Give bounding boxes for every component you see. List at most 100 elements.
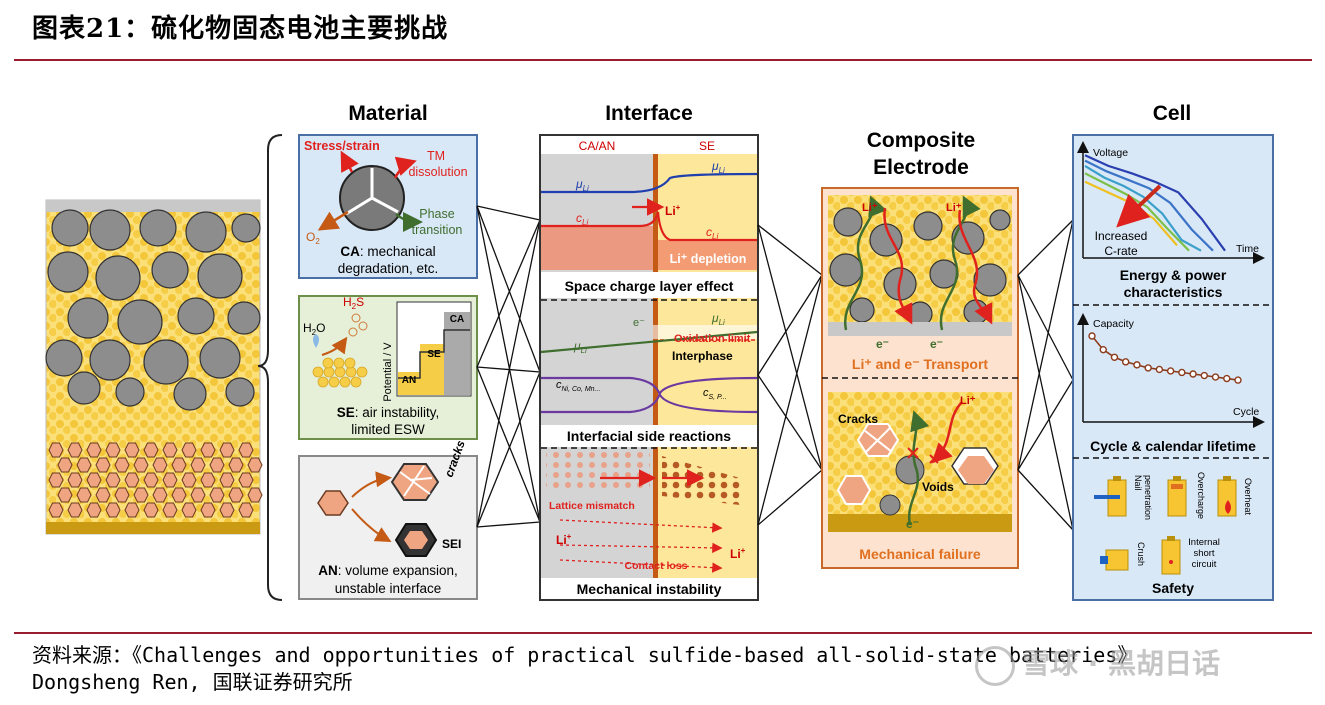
nail-penetration-icon xyxy=(1094,476,1127,517)
heading-cell: Cell xyxy=(1153,102,1192,125)
an-caption-2: unstable interface xyxy=(335,581,442,596)
cycle-axis-label: Cycle xyxy=(1233,406,1259,418)
source-text: 资料来源：《Challenges and opportunities of pr… xyxy=(32,642,1137,696)
anode-particle xyxy=(162,442,178,458)
interface-li-plus: Li+ xyxy=(665,203,681,218)
heading-material: Material xyxy=(348,102,427,125)
material-ca-panel: Stress/strain TM dissolution O2 Phase tr… xyxy=(298,134,478,279)
cathode-particle xyxy=(117,299,163,345)
anode-particle xyxy=(171,457,187,473)
safety-caption: Safety xyxy=(1152,580,1194,596)
heading-interface: Interface xyxy=(605,102,693,125)
source-line-2: Dongsheng Ren, 国联证券研究所 xyxy=(32,670,353,694)
anode-particle xyxy=(86,502,102,518)
anode-particle xyxy=(86,472,102,488)
side-reactions-caption: Interfacial side reactions xyxy=(567,428,731,444)
interface-c-s: cS, P... xyxy=(703,387,727,401)
anode-particle xyxy=(171,487,187,503)
interface-c-li-right: cLi xyxy=(706,225,718,241)
capacity-axis-label: Capacity xyxy=(1093,318,1135,330)
anode-particle xyxy=(67,502,83,518)
cathode-particle xyxy=(227,301,261,335)
anode-particle xyxy=(228,457,244,473)
interface-c-ni: cNi, Co, Mn... xyxy=(556,379,600,393)
capacity-point xyxy=(1144,364,1152,372)
composite-voids-label: Voids xyxy=(922,480,954,494)
anode-particle xyxy=(200,502,216,518)
battery-stack xyxy=(45,199,263,535)
anode-particle xyxy=(238,442,254,458)
cathode-particle xyxy=(67,371,101,405)
anode-particle xyxy=(67,472,83,488)
ca-tm-label-1: TM xyxy=(427,149,445,163)
anode-particle xyxy=(190,487,206,503)
anode-particle xyxy=(209,487,225,503)
composite-particle xyxy=(951,221,985,255)
anode-particle xyxy=(228,487,244,503)
material-an-panel: cracks SEI AN: volume expansion, unstabl… xyxy=(298,438,478,600)
ca-stress-label: Stress/strain xyxy=(304,139,380,153)
heading-composite-2: Electrode xyxy=(873,156,969,179)
composite-particle xyxy=(973,263,1007,297)
cathode-particle xyxy=(45,339,83,377)
composite-li-1: Li⁺ xyxy=(862,202,878,214)
interface-mu-li-sr-left: μLi xyxy=(573,339,587,355)
capacity-point xyxy=(1099,345,1107,354)
ca-phase-label-1: Phase xyxy=(419,207,454,221)
interface-e-minus: e⁻ xyxy=(633,317,645,329)
increased-label-1: Increased xyxy=(1095,229,1148,243)
capacity-cycle-chart xyxy=(1077,313,1265,428)
anode-particle xyxy=(95,457,111,473)
cathode-particle xyxy=(199,337,241,379)
anode-particle xyxy=(181,472,197,488)
anode-particle xyxy=(95,487,111,503)
interface-li-depletion: Li⁺ depletion xyxy=(670,252,747,266)
capacity-point xyxy=(1155,365,1164,374)
anode-particle xyxy=(238,472,254,488)
se-h2o-label: H2O xyxy=(303,321,325,337)
cathode-particles xyxy=(45,209,261,411)
connector-lines-right xyxy=(1017,219,1074,531)
ca-caption-1: CA: mechanical xyxy=(340,244,435,259)
composite-panel: Li⁺ Li⁺ e⁻ e⁻ Li⁺ and e⁻ Transport Crack… xyxy=(821,187,1019,569)
composite-e-1: e⁻ xyxy=(876,337,889,351)
se-h2s-label: H2S xyxy=(343,295,364,311)
connector-lines-left xyxy=(476,205,541,528)
cathode-particle xyxy=(89,209,131,251)
ca-phase-label-2: transition xyxy=(412,223,463,237)
lattice-mismatch-label: Lattice mismatch xyxy=(549,500,635,512)
figure-title: 图表21：硫化物固态电池主要挑战 xyxy=(32,14,449,44)
an-particle xyxy=(317,490,349,516)
transport-caption: Li⁺ and e⁻ Transport xyxy=(852,356,988,372)
cathode-particle xyxy=(151,251,189,289)
anode-particle xyxy=(247,457,263,473)
crush-label: Crush xyxy=(1136,542,1146,566)
cathode-particle xyxy=(115,377,145,407)
anode-particle xyxy=(209,457,225,473)
nail-label-1: Nail xyxy=(1133,475,1143,491)
anode-particle xyxy=(181,442,197,458)
source-line-1: 资料来源：《Challenges and opportunities of pr… xyxy=(32,643,1138,667)
watermark-logo-icon xyxy=(975,646,1015,686)
cathode-particle xyxy=(225,377,255,407)
overcharge-label: Overcharge xyxy=(1196,472,1206,519)
mechanical-instability-caption: Mechanical instability xyxy=(577,581,722,597)
overcharge-icon xyxy=(1167,476,1187,517)
overheat-icon xyxy=(1217,476,1237,517)
internal-short-icon xyxy=(1161,536,1181,575)
anode-particle xyxy=(124,442,140,458)
nail-label-2: penetration xyxy=(1143,475,1153,520)
ca-caption-2: degradation, etc. xyxy=(338,261,439,276)
anode-particle xyxy=(181,502,197,518)
energy-caption-1: Energy & power xyxy=(1120,267,1227,283)
water-drop-icon xyxy=(313,334,319,348)
voltage-time-chart xyxy=(1077,141,1265,264)
overheat-label: Overheat xyxy=(1243,478,1253,516)
anode-particle xyxy=(57,487,73,503)
anode-particle xyxy=(162,472,178,488)
energy-caption-2: characteristics xyxy=(1124,284,1223,300)
anode-particle xyxy=(67,442,83,458)
capacity-point xyxy=(1178,368,1186,377)
interface-mu-li-right: μLi xyxy=(711,159,725,175)
anode-particles xyxy=(48,442,263,518)
